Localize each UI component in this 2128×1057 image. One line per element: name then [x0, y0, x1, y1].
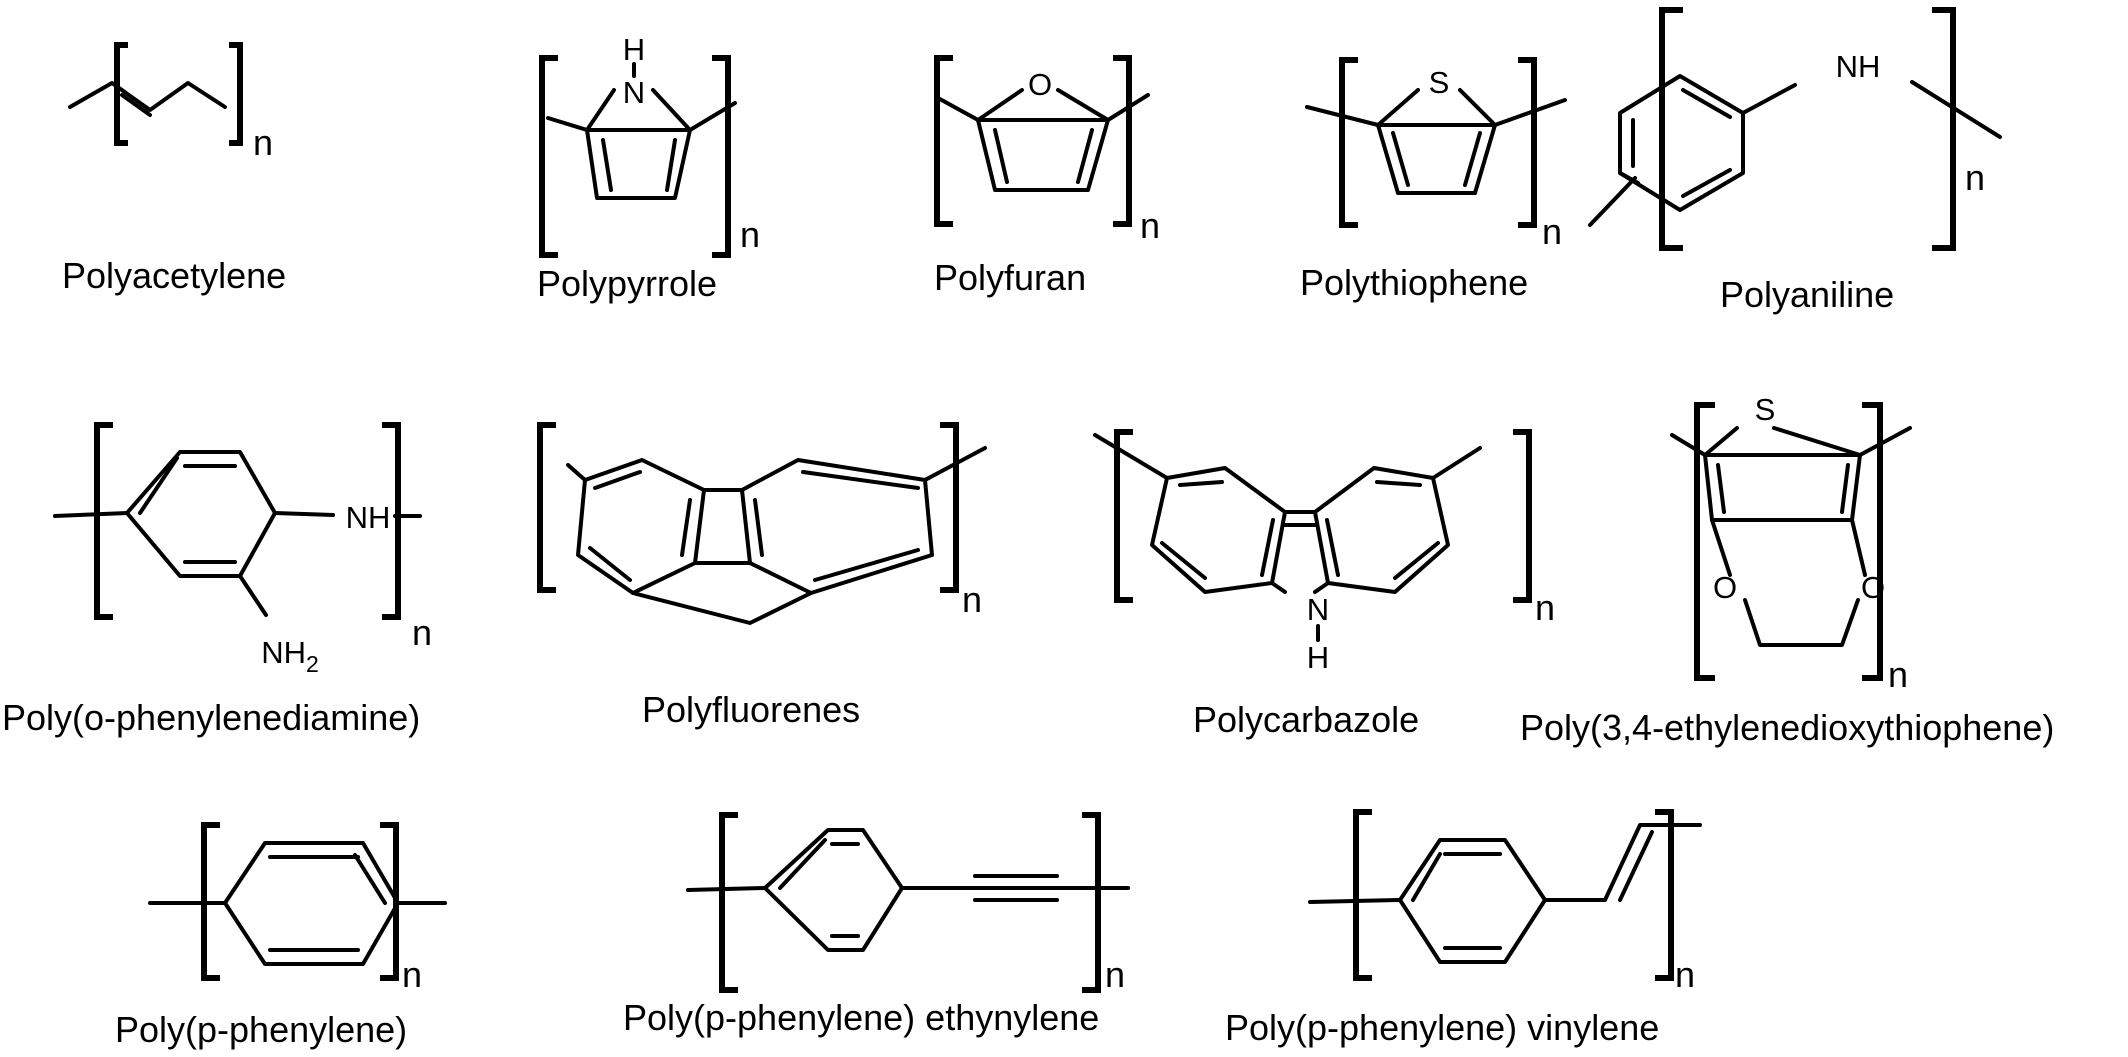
- polyfluorenes-structure: n Polyfluorenes: [537, 422, 987, 730]
- ppv-structure: n Poly(p-phenylene) vinylene: [1225, 809, 1702, 1048]
- pedot-s-atom: S: [1755, 392, 1776, 427]
- polycarbazole-structure: N H n Polycarbazole: [1093, 429, 1555, 740]
- polypyrrole-h-atom: H: [623, 32, 645, 67]
- polyfuran-label: Polyfuran: [934, 257, 1086, 298]
- polycarbazole-subscript: n: [1535, 587, 1555, 628]
- polypyrrole-structure: N H n Polypyrrole: [537, 32, 760, 304]
- pod-label: Poly(o-phenylenediamine): [2, 697, 420, 738]
- polyacetylene-subscript: n: [253, 122, 273, 163]
- polyaniline-nh-atom: NH: [1836, 49, 1881, 84]
- pod-subscript: n: [412, 612, 432, 653]
- polyfluorenes-subscript: n: [962, 579, 982, 620]
- ppe-subscript: n: [1105, 954, 1125, 995]
- pod-nh2-atom: NH2: [261, 635, 319, 677]
- pedot-o-left-atom: O: [1713, 570, 1737, 605]
- pod-nh-atom: NH: [346, 500, 391, 535]
- polyfuran-subscript: n: [1140, 205, 1160, 246]
- pedot-structure: S O O n Poly(3,4-ethylenedioxythiophene): [1520, 392, 2054, 748]
- polythiophene-structure: S n Polythiophene: [1300, 57, 1567, 303]
- polypyrrole-n-atom: N: [623, 75, 645, 110]
- polyfluorenes-label: Polyfluorenes: [642, 689, 860, 730]
- polyacetylene-structure: n Polyacetylene: [62, 42, 286, 296]
- polycarbazole-h-atom: H: [1307, 640, 1329, 675]
- ppp-subscript: n: [402, 954, 422, 995]
- pedot-subscript: n: [1888, 654, 1908, 695]
- ppv-label: Poly(p-phenylene) vinylene: [1225, 1007, 1659, 1048]
- polyfuran-o-atom: O: [1028, 67, 1052, 102]
- ppp-label: Poly(p-phenylene): [115, 1009, 407, 1050]
- ppv-subscript: n: [1675, 954, 1695, 995]
- polythiophene-s-atom: S: [1429, 65, 1450, 100]
- pedot-label: Poly(3,4-ethylenedioxythiophene): [1520, 707, 2054, 748]
- polyaniline-label: Polyaniline: [1720, 274, 1894, 315]
- polythiophene-label: Polythiophene: [1300, 262, 1528, 303]
- polyaniline-subscript: n: [1965, 157, 1985, 198]
- polyfuran-structure: O n Polyfuran: [934, 55, 1160, 298]
- polypyrrole-label: Polypyrrole: [537, 263, 717, 304]
- polyacetylene-label: Polyacetylene: [62, 255, 286, 296]
- poly-p-phenylene-structure: n Poly(p-phenylene): [115, 822, 447, 1050]
- polycarbazole-label: Polycarbazole: [1193, 699, 1419, 740]
- polycarbazole-n-atom: N: [1307, 592, 1329, 627]
- ppe-label: Poly(p-phenylene) ethynylene: [623, 997, 1099, 1038]
- poly-o-phenylenediamine-structure: NH NH2 n Poly(o-phenylenediamine): [2, 422, 432, 738]
- polythiophene-subscript: n: [1542, 211, 1562, 252]
- ppe-structure: n Poly(p-phenylene) ethynylene: [623, 812, 1130, 1038]
- polyaniline-structure: NH n Polyaniline: [1588, 7, 2002, 315]
- polypyrrole-subscript: n: [740, 214, 760, 255]
